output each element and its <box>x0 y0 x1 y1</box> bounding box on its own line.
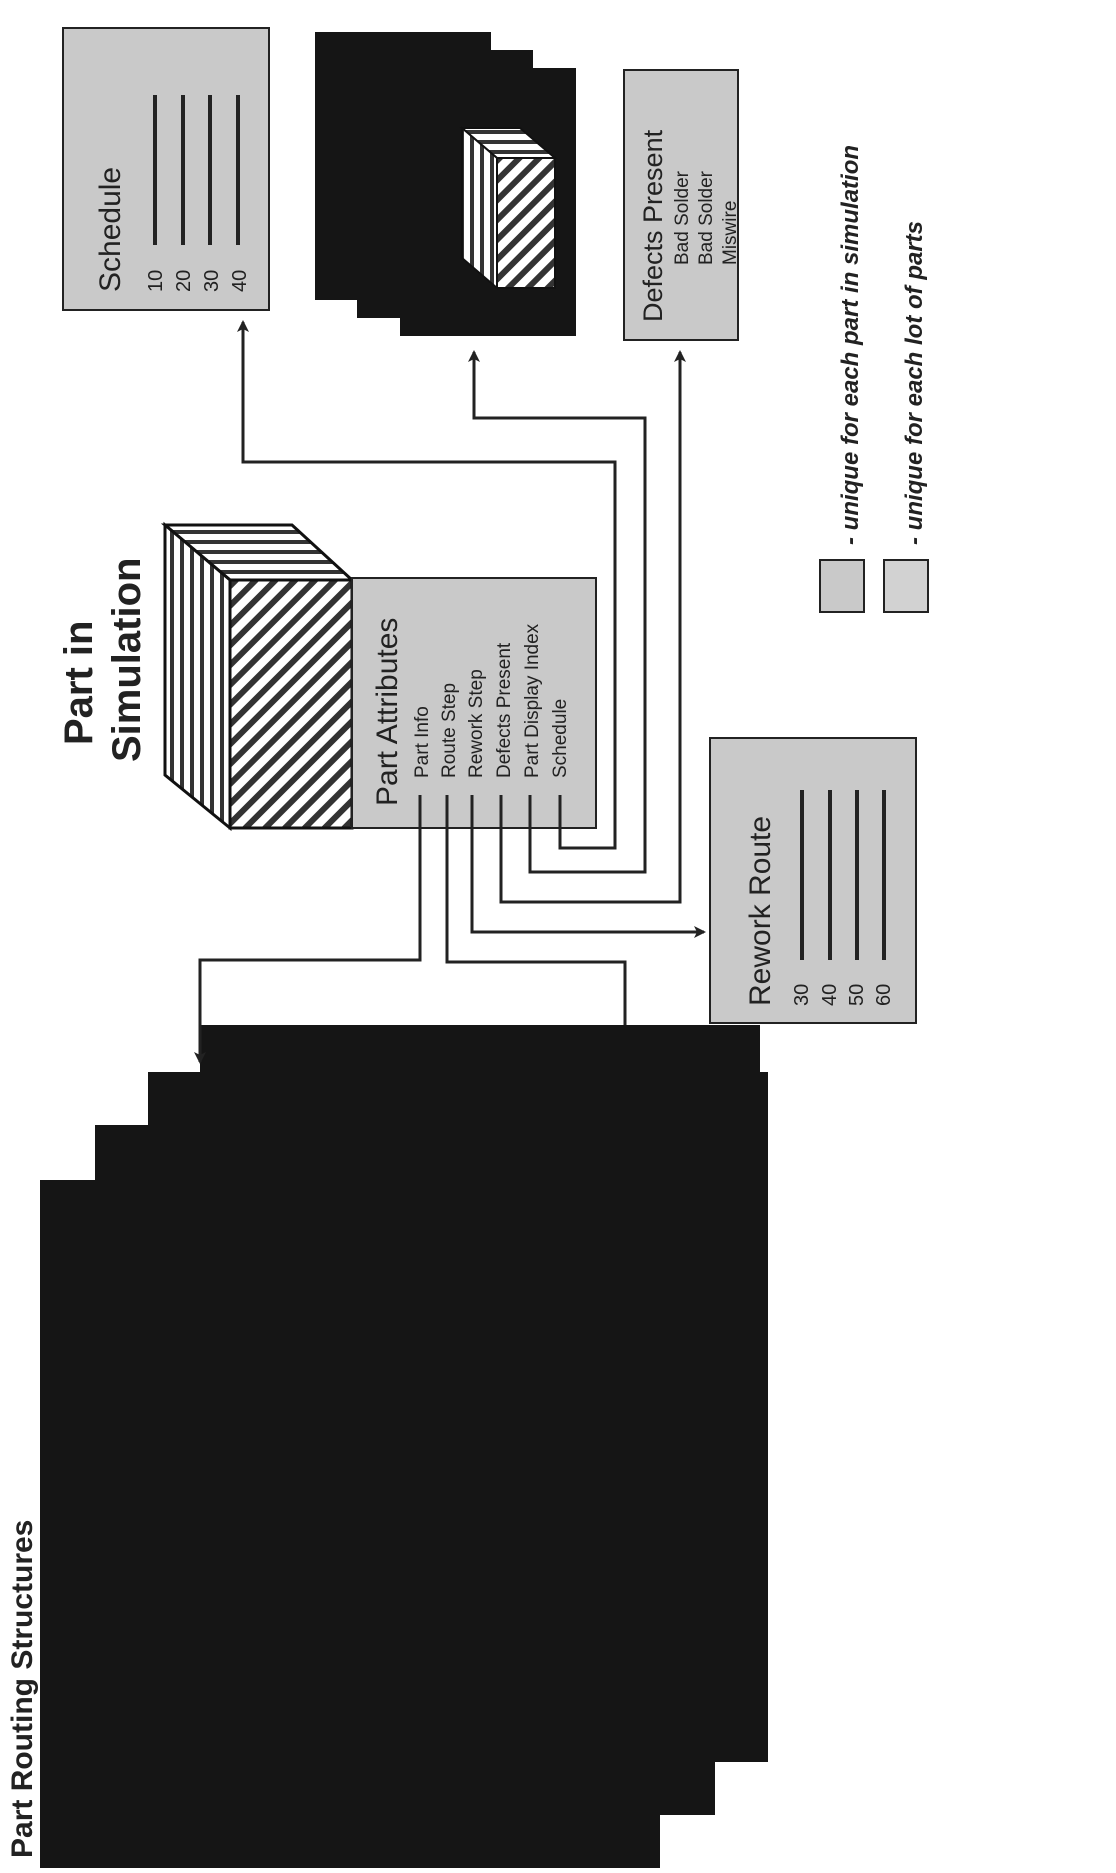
arrow-schedule <box>237 320 617 850</box>
legend-swatch-lot <box>883 559 929 613</box>
connectors <box>194 320 706 1064</box>
defects-box <box>623 69 739 341</box>
defects-heading: Defects Present <box>638 129 668 322</box>
attr-part-display-index: Part Display Index <box>522 623 543 778</box>
arrow-part-info <box>194 795 422 1064</box>
arrow-defects <box>499 350 686 904</box>
schedule-step-40: 40 <box>229 270 251 292</box>
rework-step-40: 40 <box>819 984 841 1006</box>
title-part-line2: Simulation <box>105 558 149 762</box>
part-attributes-heading: Part Attributes <box>371 618 404 806</box>
rework-dashes <box>800 790 886 960</box>
rework-heading: Rework Route <box>744 816 777 1006</box>
attr-part-info: Part Info <box>412 706 433 778</box>
defect-1: Bad Solder <box>672 170 693 265</box>
rework-box <box>709 737 917 1024</box>
rework-step-60: 60 <box>873 984 895 1006</box>
rework-step-30: 30 <box>791 984 813 1006</box>
attr-route-step: Route Step <box>439 683 460 778</box>
display-index-stack <box>315 32 576 336</box>
defect-2: Bad Solder <box>696 170 717 265</box>
line-route-step <box>445 795 627 1025</box>
schedule-step-30: 30 <box>201 270 223 292</box>
part-attributes-box <box>351 577 597 829</box>
legend <box>819 559 929 613</box>
defect-3: Miswire <box>720 201 741 265</box>
part-block <box>160 521 356 832</box>
legend-text-lot: - unique for each lot of parts <box>901 221 928 545</box>
arrow-rework-step <box>470 795 706 938</box>
title-part-routing: Part Routing Structures <box>6 1520 39 1858</box>
legend-text-part: - unique for each part in simulation <box>837 145 864 545</box>
schedule-heading: Schedule <box>94 167 127 292</box>
schedule-box <box>62 27 270 311</box>
legend-swatch-part <box>819 559 865 613</box>
attr-rework-step: Rework Step <box>466 669 487 778</box>
arrow-display-index <box>468 350 647 874</box>
schedule-step-10: 10 <box>145 270 167 292</box>
schedule-step-20: 20 <box>173 270 195 292</box>
rework-step-50: 50 <box>846 984 868 1006</box>
schedule-dashes <box>153 95 240 245</box>
title-part-line1: Part in <box>57 621 101 745</box>
attr-defects-present: Defects Present <box>494 642 515 778</box>
attr-schedule: Schedule <box>550 699 571 778</box>
part-routing-structures <box>40 1025 768 1870</box>
